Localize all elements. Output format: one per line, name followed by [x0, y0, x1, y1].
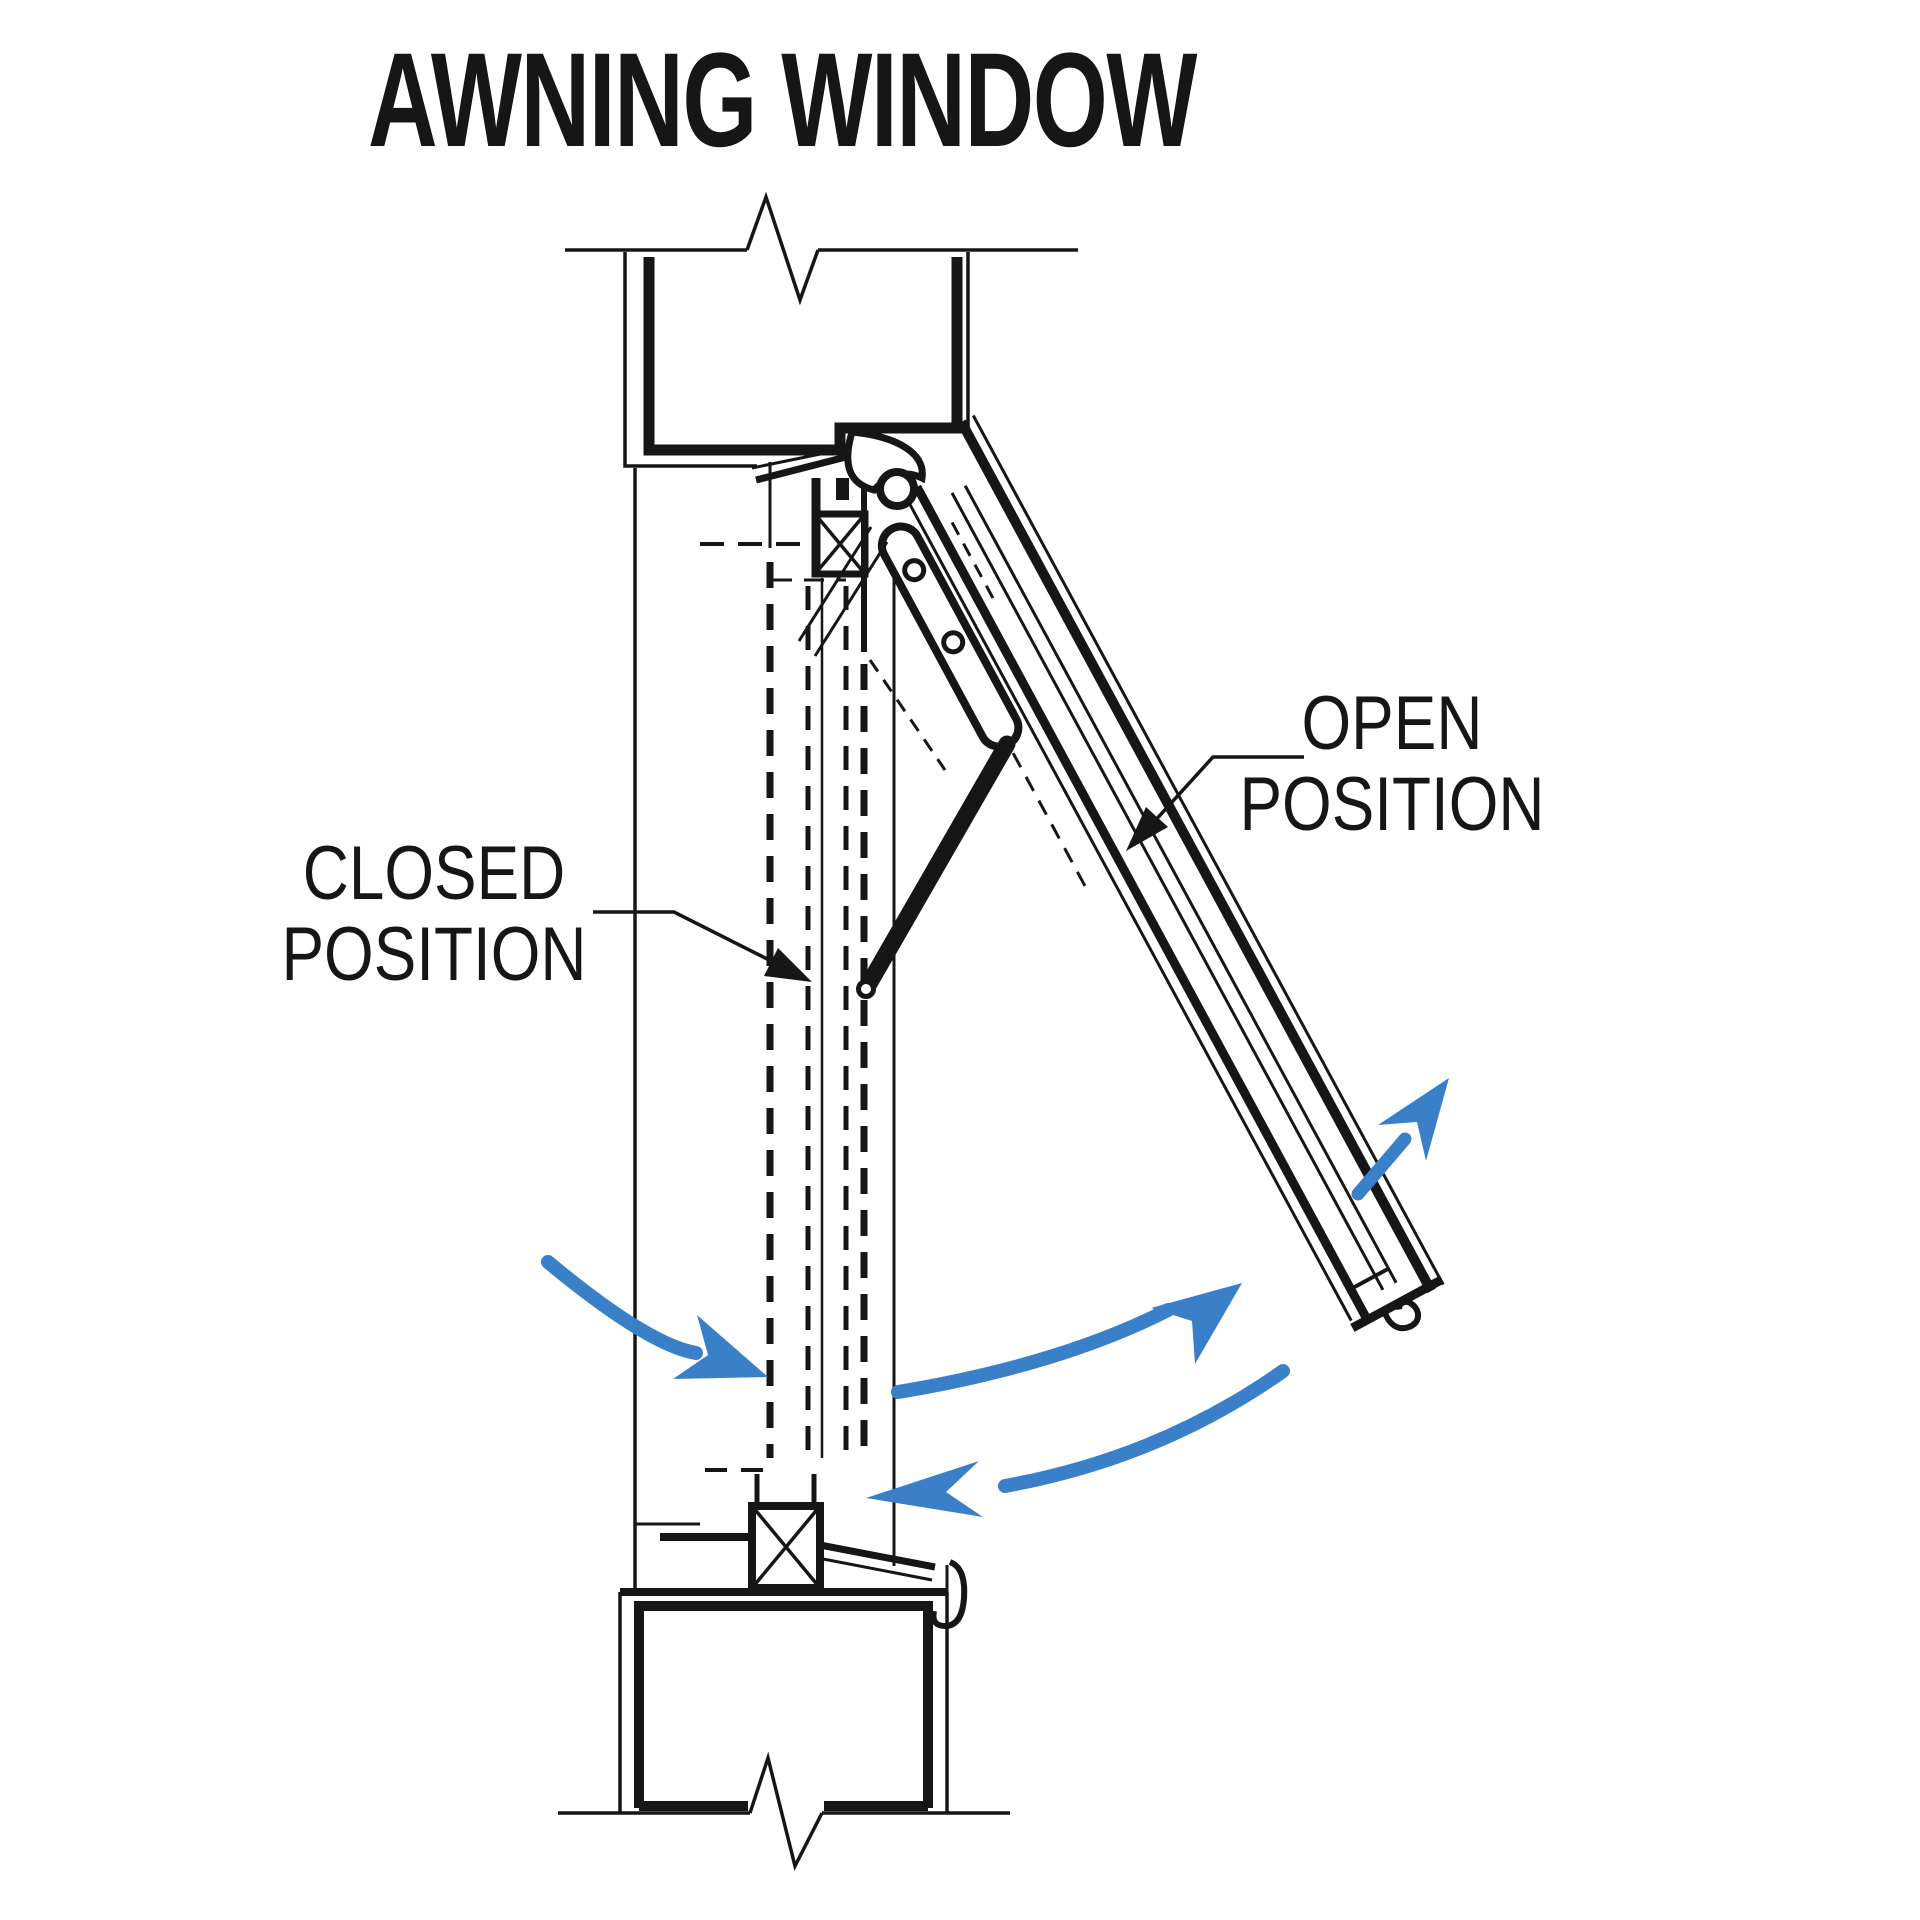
hinge-pivot-icon — [876, 468, 918, 510]
sash-bottom-rail-section — [748, 1474, 824, 1592]
sill-section — [620, 1522, 968, 1630]
link-arm — [856, 735, 1016, 999]
arm-screw-icon — [941, 630, 966, 655]
page-title: AWNING WINDOW — [367, 26, 1197, 175]
airflow-out-arrow — [866, 1364, 1290, 1517]
open-position-label: OPEN POSITION — [1239, 681, 1545, 847]
open-sash — [877, 414, 1445, 1332]
open-leader-arrow-icon — [1126, 807, 1168, 851]
weatherstrip-clip-icon — [836, 478, 849, 500]
wall-section-bottom — [558, 1592, 1010, 1871]
closed-position-label: CLOSED POSITION — [281, 831, 587, 997]
sash-top-rail-section — [811, 510, 869, 578]
drip-edge-icon — [930, 1559, 968, 1630]
bottom-break-line-icon — [748, 1751, 824, 1871]
top-break-line-icon — [745, 191, 820, 306]
open-position-leader — [1126, 755, 1304, 851]
link-pivot-icon — [856, 979, 876, 999]
vent-direction-arrow — [1351, 1078, 1449, 1201]
swing-open-arrow — [891, 1283, 1242, 1399]
closed-leader-arrow-icon — [764, 948, 812, 982]
closed-sash-dashed — [700, 440, 869, 1592]
sash-lock-hook-icon — [1381, 1299, 1422, 1332]
closed-position-leader — [593, 910, 812, 982]
hinge-and-linkage — [797, 428, 1016, 999]
airflow-in-arrow — [541, 1255, 768, 1379]
arm-screw-icon — [902, 558, 927, 583]
